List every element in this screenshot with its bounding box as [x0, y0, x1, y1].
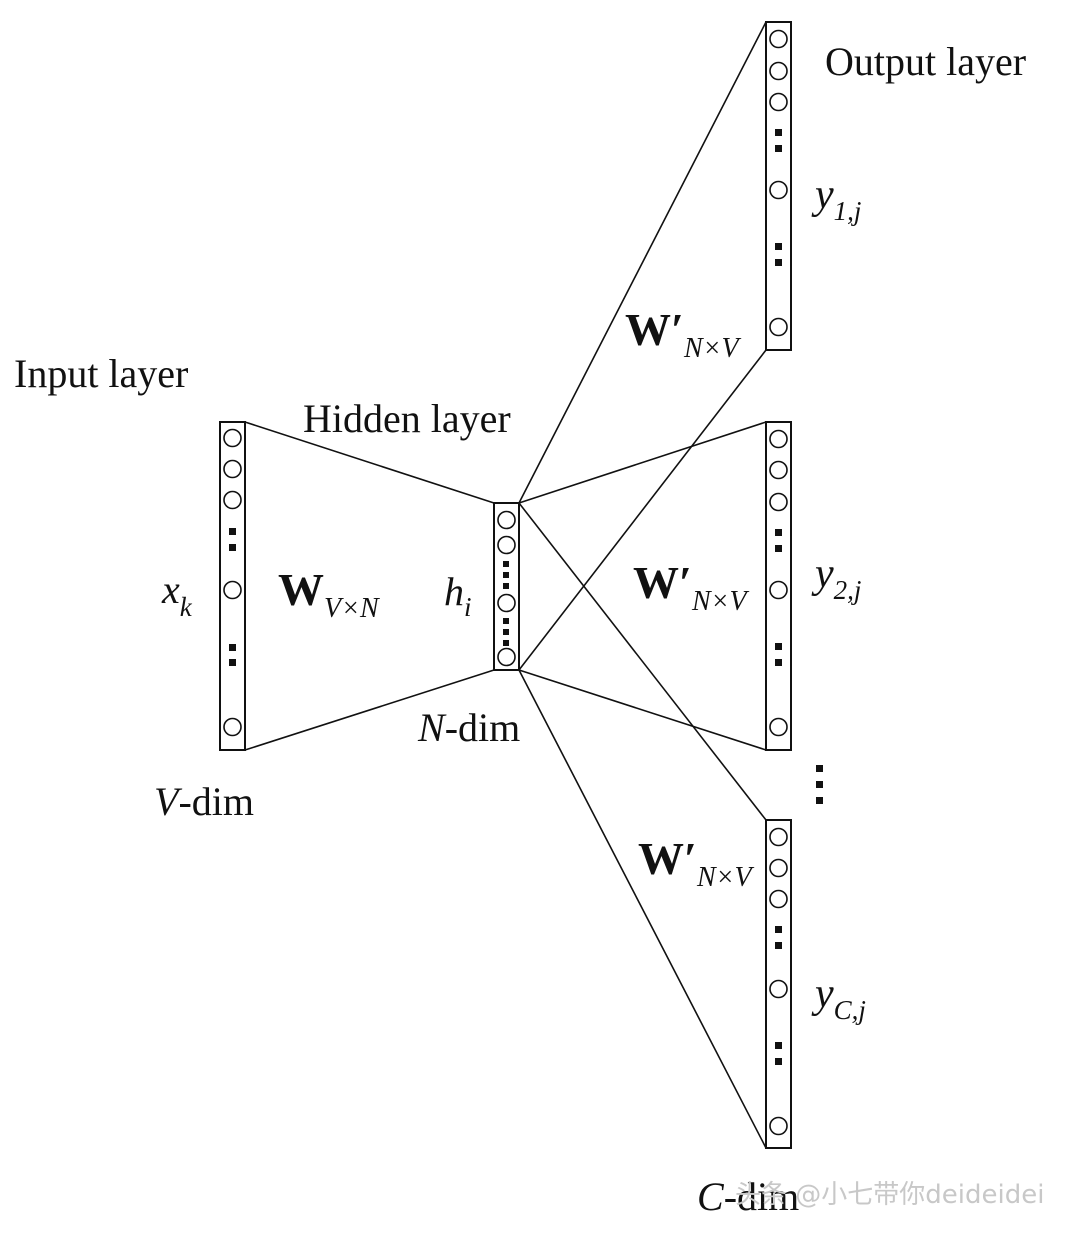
- output-variable-c: yC,j: [811, 971, 866, 1025]
- hidden-output2-top-line: [518, 421, 767, 504]
- input-hidden-bottom-line: [244, 669, 495, 751]
- output-ellipsis: [816, 765, 823, 804]
- hidden-output1-top-line: [518, 21, 767, 504]
- watermark: 头条 @小七带你deideidei: [735, 1180, 1044, 1210]
- hidden-outputC-top-line: [518, 502, 767, 821]
- output-dim-label: C-dim: [697, 1174, 799, 1219]
- output-layer-label: Output layer: [825, 39, 1026, 84]
- hidden-variable: hi: [444, 569, 472, 622]
- hidden-output2-bottom-line: [518, 669, 767, 751]
- output-weight-matrix-1: W′N×V: [625, 304, 742, 364]
- hidden-layer-label: Hidden layer: [303, 396, 511, 441]
- connection-lines: [244, 21, 767, 1149]
- hidden-dim-label: N-dim: [417, 705, 520, 750]
- input-vector: [219, 421, 246, 751]
- input-weight-matrix: WV×N: [278, 564, 380, 624]
- output-vector-c: [765, 819, 792, 1149]
- output-vector-2: [765, 421, 792, 751]
- hidden-outputC-bottom-line: [518, 669, 767, 1149]
- output-weight-matrix-2: W′N×V: [633, 557, 750, 617]
- hidden-vector: [493, 502, 520, 671]
- output-vector-1: [765, 21, 792, 351]
- output-variable-2: y2,j: [811, 551, 861, 605]
- input-hidden-top-line: [244, 421, 495, 504]
- input-dim-label: V-dim: [154, 779, 254, 824]
- input-layer-label: Input layer: [14, 351, 188, 396]
- hidden-output1-bottom-line: [518, 349, 767, 671]
- output-variable-1: y1,j: [811, 172, 861, 226]
- output-weight-matrix-c: W′N×V: [638, 833, 755, 893]
- input-variable: xk: [161, 567, 193, 622]
